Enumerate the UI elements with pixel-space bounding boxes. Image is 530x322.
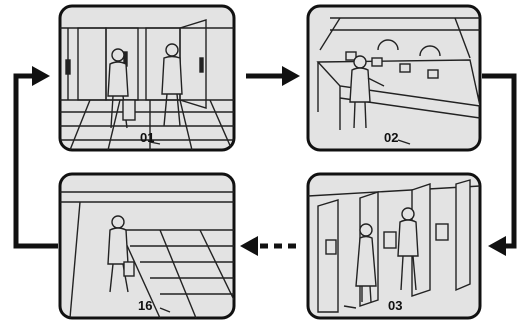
panel-stairs: 16: [60, 174, 234, 318]
panel-entrance: 01: [60, 6, 234, 150]
panel-atm: 03: [308, 174, 480, 318]
panel-label-atm: 03: [388, 298, 402, 313]
arrow-down-loop-icon: [482, 76, 514, 256]
panel-label-reception: 02: [384, 130, 398, 145]
arrow-dashed-left-icon: [240, 236, 296, 256]
panel-label-stairs: 16: [138, 298, 152, 313]
arrow-right-icon: [246, 66, 300, 86]
panel-reception: 02: [308, 6, 480, 150]
panel-label-entrance: 01: [140, 130, 154, 145]
arrow-up-loop-icon: [16, 66, 58, 246]
